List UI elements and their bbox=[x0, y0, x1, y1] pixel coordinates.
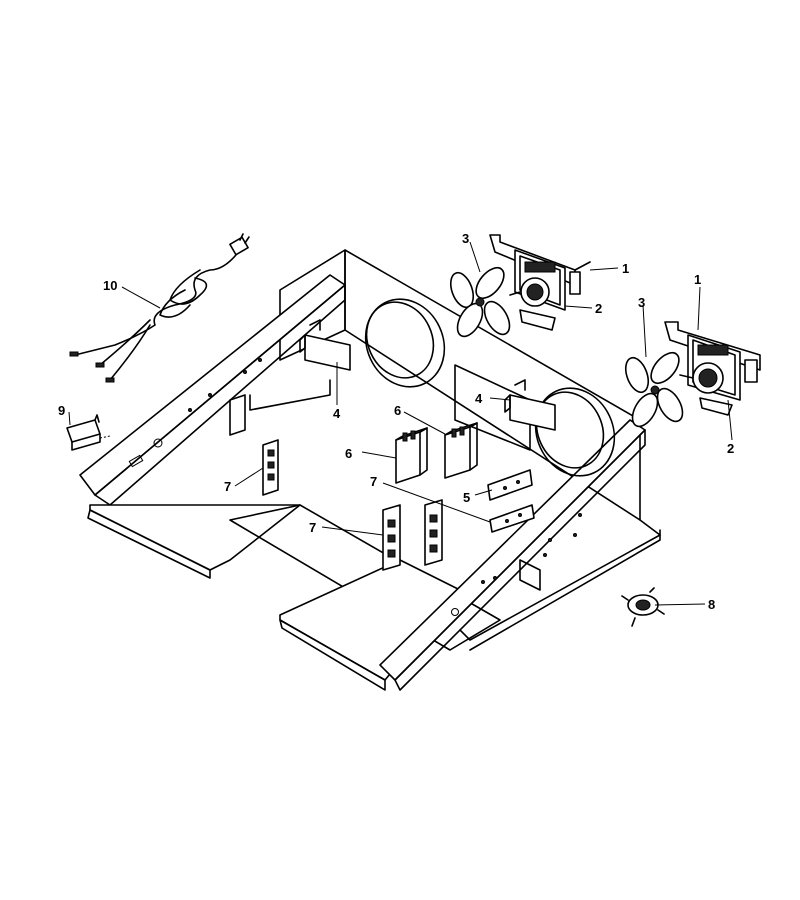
callout-10: 10 bbox=[103, 278, 117, 293]
power-cord bbox=[69, 233, 250, 383]
fan-blade-right bbox=[624, 351, 684, 428]
fan-motor-top bbox=[509, 249, 566, 331]
callout-3-right: 3 bbox=[638, 295, 645, 310]
callout-4-left: 4 bbox=[333, 406, 341, 421]
callout-8: 8 bbox=[708, 597, 715, 612]
fan-openings bbox=[364, 298, 616, 477]
callout-1-top: 1 bbox=[622, 261, 629, 276]
thermostat bbox=[621, 587, 665, 627]
callout-5: 5 bbox=[463, 490, 470, 505]
switch bbox=[66, 414, 111, 451]
relay-left bbox=[395, 427, 428, 484]
callout-3-top: 3 bbox=[462, 231, 469, 246]
leader-lines bbox=[68, 241, 733, 606]
small-bracket-left bbox=[299, 319, 351, 371]
chassis-tray bbox=[79, 249, 661, 691]
relay-right bbox=[444, 422, 478, 479]
callout-4-right: 4 bbox=[475, 391, 483, 406]
callout-1-right: 1 bbox=[694, 272, 701, 287]
callout-7-center: 7 bbox=[370, 474, 377, 489]
terminal-strip-a bbox=[262, 439, 279, 496]
callout-6-left: 6 bbox=[345, 446, 352, 461]
callout-2-right: 2 bbox=[727, 441, 734, 456]
fan-motor-right bbox=[679, 334, 741, 416]
terminal-strip-b bbox=[382, 504, 401, 571]
callout-9: 9 bbox=[58, 403, 65, 418]
fan-blade-top bbox=[449, 266, 511, 338]
callout-labels: 1 1 2 2 3 3 4 4 5 6 6 7 7 7 8 9 10 bbox=[58, 231, 734, 612]
mounting-plates bbox=[487, 469, 535, 533]
terminal-strip-c bbox=[424, 499, 443, 566]
small-bracket-right bbox=[504, 379, 556, 431]
callout-6-top: 6 bbox=[394, 403, 401, 418]
callout-2-top: 2 bbox=[595, 301, 602, 316]
callout-7-left: 7 bbox=[224, 479, 231, 494]
callout-7-lower: 7 bbox=[309, 520, 316, 535]
